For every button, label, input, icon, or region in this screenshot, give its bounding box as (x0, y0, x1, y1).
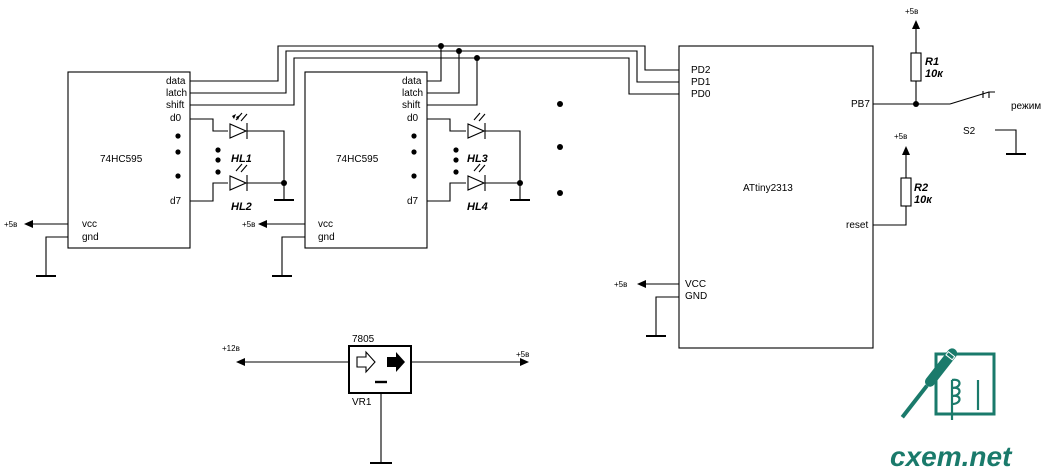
sr2-pin-gnd: gnd (318, 232, 335, 243)
led-hl2: HL2 (229, 163, 252, 213)
led-hl2-label: HL2 (231, 201, 252, 213)
sr2-pin-d7: d7 (407, 196, 419, 207)
led-icon (229, 123, 248, 139)
mcu-name: ATtiny2313 (743, 183, 793, 194)
sr1-pin-gnd: gnd (82, 232, 99, 243)
junction-dot (474, 55, 480, 61)
vcc-arrow-icon (637, 280, 646, 288)
led-hl4-label: HL4 (467, 201, 488, 213)
mcu-pin-reset: reset (846, 220, 868, 231)
sr2-body (304, 71, 428, 249)
sr2-pin-d0: d0 (407, 113, 419, 124)
mcu-pin-pb7: PB7 (851, 99, 870, 110)
shift-register-2: 74HC595 data latch shift d0 d7 vcc gnd (304, 71, 428, 249)
shift-register-1: 74HC595 data latch shift d0 d7 vcc gnd (67, 71, 191, 249)
output-arrow-icon (520, 358, 529, 366)
led-icon (467, 123, 486, 139)
continuation-dots (557, 101, 563, 196)
sr1-led-section: HL1 HL2 (190, 112, 294, 213)
reset-pullup: +5в R2 10к (873, 132, 933, 226)
arrow-out-icon (387, 352, 405, 372)
sr2-power: +5в (242, 220, 305, 277)
sr1-pin-d7: d7 (170, 196, 182, 207)
pb7-pullup: +5в R1 10к режим S2 (873, 7, 1041, 155)
sr2-pin-shift: shift (402, 100, 421, 111)
sr1-power: +5в (4, 220, 68, 277)
mcu-vcc-rail: +5в (614, 280, 627, 289)
mcu-body (678, 45, 874, 349)
voltage-regulator: 7805 VR1 +12в +5в (222, 334, 529, 464)
resistor-r2 (900, 177, 912, 207)
arrow-in-icon (356, 350, 376, 374)
bus-wiring (190, 43, 679, 106)
mcu-pin-pd1: PD1 (691, 77, 711, 88)
sr2-ellipsis-dot (411, 173, 417, 179)
r2-value: 10к (914, 194, 933, 206)
r2-name: R2 (914, 182, 928, 194)
vcc-arrow-icon (24, 220, 33, 228)
sr2-pin-latch: latch (402, 88, 423, 99)
r1-name: R1 (925, 56, 939, 68)
junction-dot (517, 180, 523, 186)
mcu-power: +5в (614, 280, 679, 337)
reg-name: 7805 (352, 334, 375, 345)
screwdriver-icon (900, 348, 958, 419)
led-hl3-label: HL3 (467, 153, 488, 165)
junction-dot (456, 48, 462, 54)
mcu-pin-pd2: PD2 (691, 65, 711, 76)
reg-ref: VR1 (352, 397, 372, 408)
sr2-ellipsis-dot (411, 149, 417, 155)
reg-body (348, 345, 412, 394)
sr1-pin-vcc: vcc (82, 219, 97, 230)
sr1-pin-shift: shift (166, 100, 185, 111)
led-icon (467, 175, 486, 191)
r1-vcc-rail: +5в (905, 7, 918, 16)
sr2-ellipsis-dot (411, 133, 417, 139)
vcc-arrow-icon (902, 146, 910, 155)
mcu-pin-vcc: VCC (685, 279, 706, 290)
mcu-pin-gnd: GND (685, 291, 707, 302)
led-icon (229, 175, 248, 191)
switch-s2-name: S2 (963, 126, 976, 137)
sr2-pin-vcc: vcc (318, 219, 333, 230)
r2-vcc-rail: +5в (894, 132, 907, 141)
sr1-pin-latch: latch (166, 88, 187, 99)
sr2-led-section: HL3 HL4 (427, 112, 530, 213)
mcu-pin-pd0: PD0 (691, 89, 711, 100)
sr2-name: 74HC595 (336, 154, 379, 165)
led-hl3: HL3 (467, 112, 488, 165)
led-hl1: HL1 (229, 112, 252, 165)
led-hl4: HL4 (467, 163, 488, 213)
r1-value: 10к (925, 68, 944, 80)
cxem-logo: cxem.net (890, 348, 1013, 472)
resistor-r1 (910, 52, 922, 82)
sr2-vcc-rail: +5в (242, 220, 255, 229)
sr1-name: 74HC595 (100, 154, 143, 165)
switch-s2-label: режим (1011, 101, 1041, 112)
sr1-vcc-rail: +5в (4, 220, 17, 229)
sr1-body (67, 71, 191, 249)
sr1-ellipsis-dot (175, 133, 181, 139)
junction-dot (438, 43, 444, 49)
led-hl1-label: HL1 (231, 153, 252, 165)
reg-output-rail: +5в (516, 350, 529, 359)
junction-dot (281, 180, 287, 186)
microcontroller: ATtiny2313 PD2 PD1 PD0 VCC GND PB7 reset (678, 45, 874, 349)
watermark-text: cxem.net (890, 441, 1013, 472)
sr1-pin-data: data (166, 76, 186, 87)
input-arrow-icon (236, 358, 245, 366)
vcc-arrow-icon (912, 20, 920, 29)
sr1-ellipsis-dot (175, 173, 181, 179)
sr1-pin-d0: d0 (170, 113, 182, 124)
vcc-arrow-icon (258, 220, 267, 228)
sr1-ellipsis-dot (175, 149, 181, 155)
reg-input-rail: +12в (222, 344, 240, 353)
sr2-pin-data: data (402, 76, 422, 87)
